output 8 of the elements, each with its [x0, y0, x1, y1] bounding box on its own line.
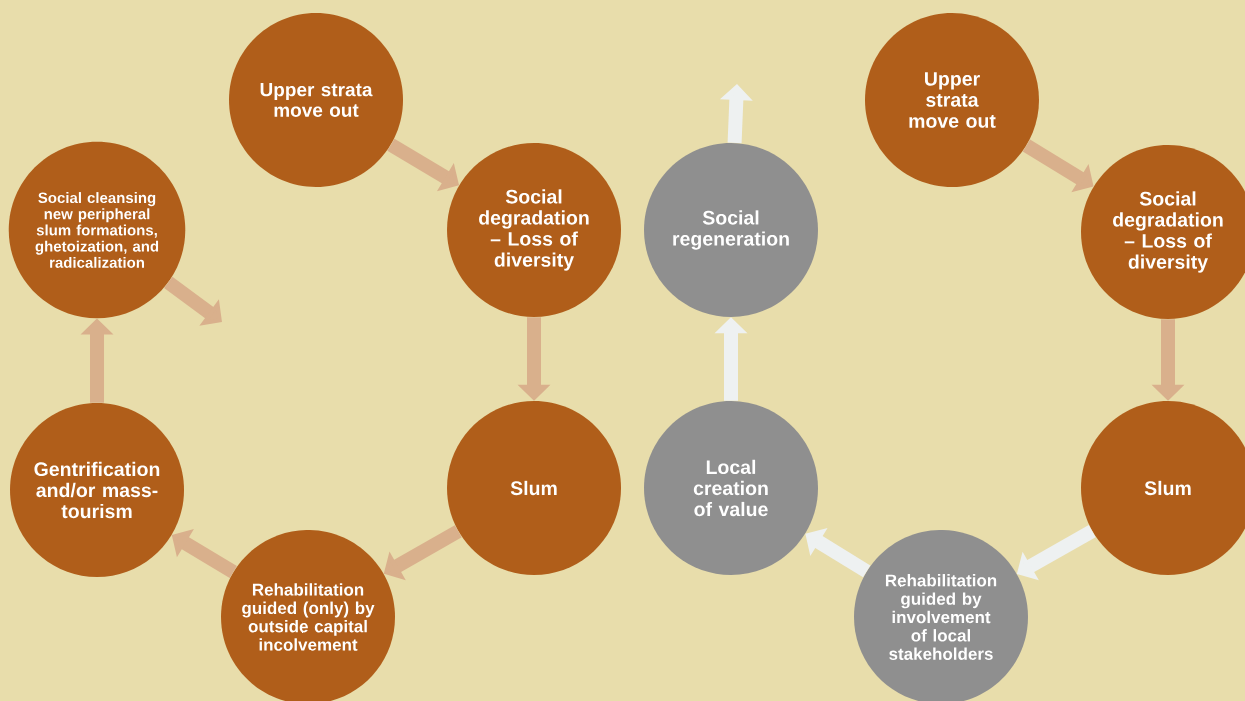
circle-node: Social cleansing new peripheral slum formations, ghetoization, and radicalization	[8, 141, 186, 319]
circle-node: Upper strata move out	[229, 13, 403, 187]
circle-node: Slum	[447, 401, 621, 575]
circle-node: Social regeneration	[644, 143, 818, 317]
circle-node: Local creation of value	[644, 401, 818, 575]
circle-node: Social degradation – Loss of diversity	[447, 143, 621, 317]
circle-node: Gentrification and/or mass-tourism	[10, 403, 184, 577]
circle-node: Upper strata move out	[865, 13, 1039, 187]
